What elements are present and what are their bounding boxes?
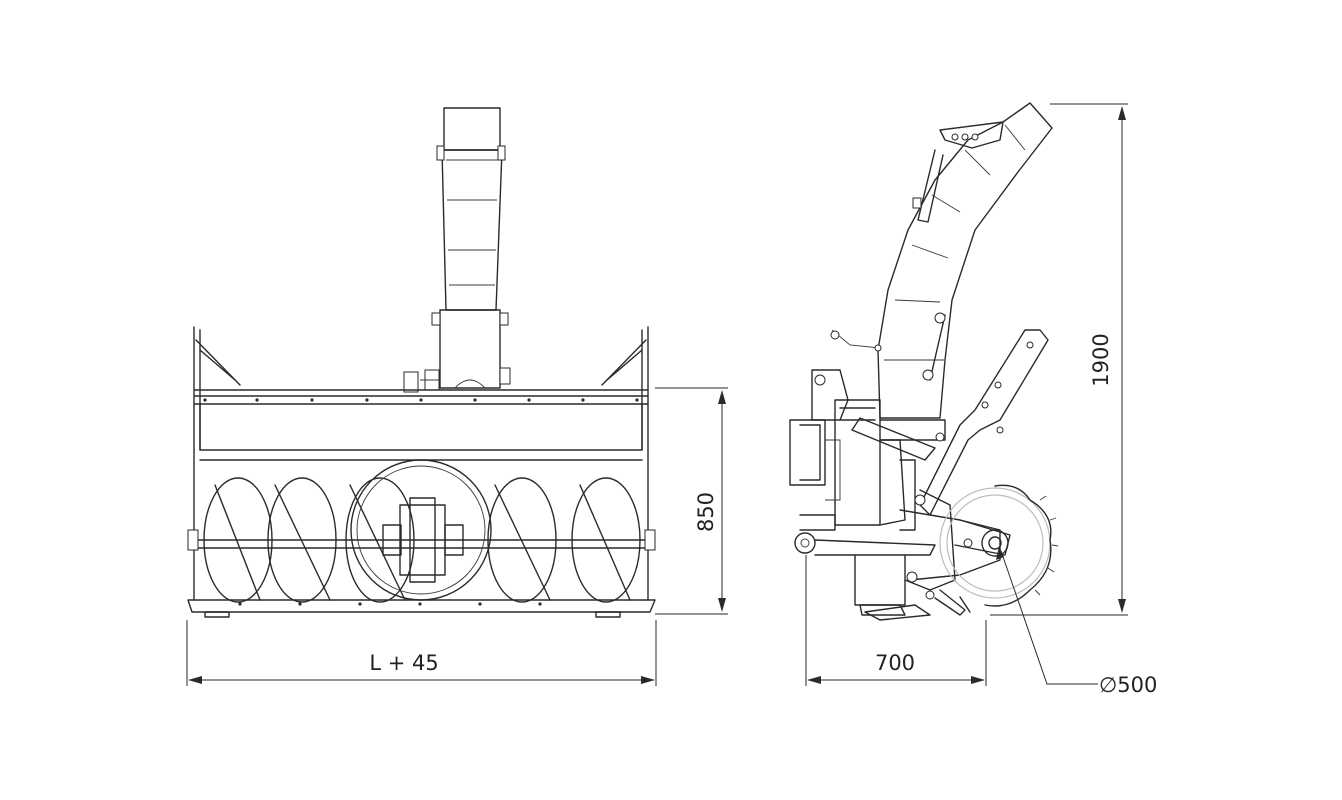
front-width-dimension: L + 45	[186, 620, 657, 686]
side-chute	[830, 102, 1053, 419]
front-view: 850 L + 45	[186, 107, 728, 686]
front-skid	[187, 599, 656, 618]
front-housing	[193, 326, 649, 601]
wheel-diameter-label: ∅500	[1099, 673, 1157, 697]
front-width-label: L + 45	[369, 651, 438, 675]
side-height-dimension: 1900	[990, 103, 1128, 616]
front-chute	[403, 107, 511, 393]
side-depth-dimension: 700	[805, 555, 987, 686]
wheel-diameter-callout: ∅500	[996, 546, 1157, 697]
side-housing	[789, 369, 946, 621]
side-height-label: 1900	[1089, 333, 1113, 386]
front-height-label: 850	[694, 492, 718, 532]
side-view: 1900 700 ∅500	[789, 102, 1157, 697]
front-height-dimension: 850	[655, 387, 728, 615]
side-depth-label: 700	[875, 651, 915, 675]
side-linkage	[899, 329, 1049, 616]
side-wheel	[939, 484, 1059, 607]
front-augers	[187, 459, 656, 603]
